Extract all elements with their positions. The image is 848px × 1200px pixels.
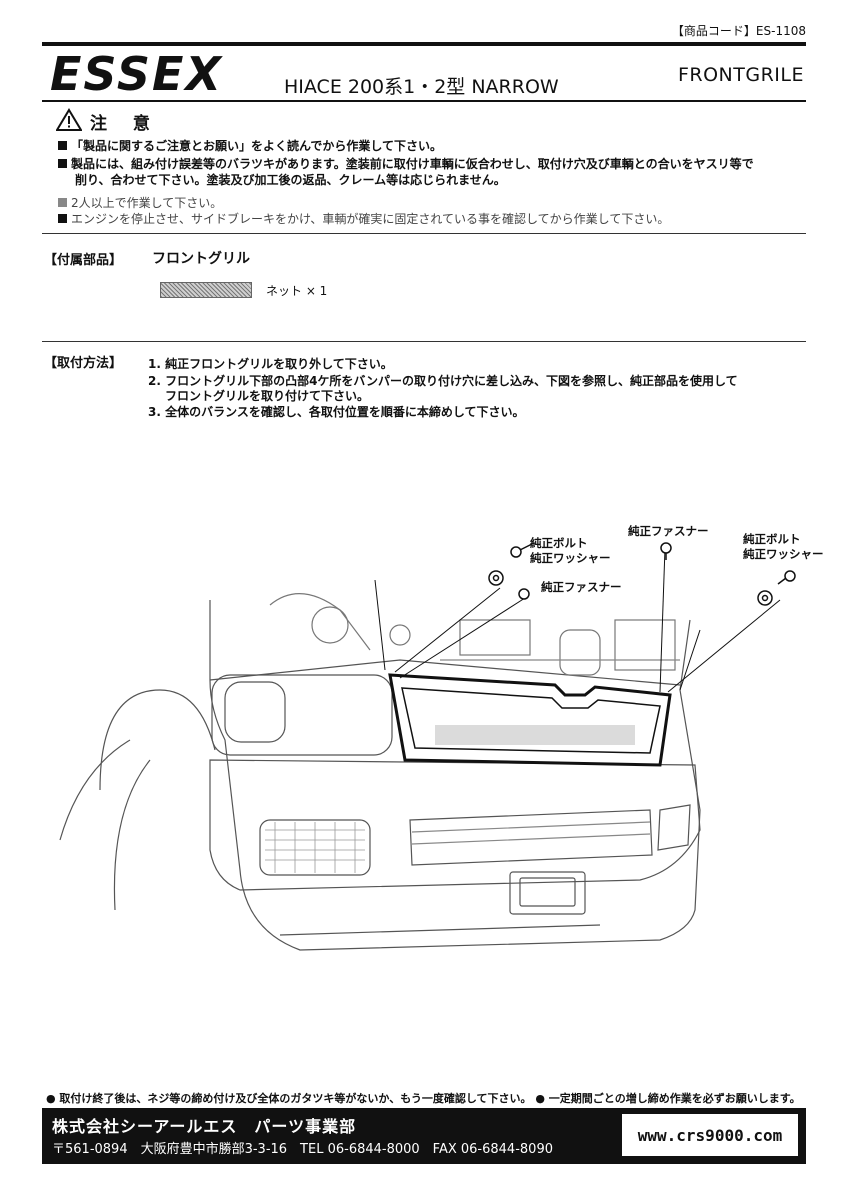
headlight	[211, 674, 393, 756]
bolt-left-icon	[510, 543, 533, 558]
warning-icon	[56, 108, 82, 131]
bullet-square-icon	[58, 159, 67, 168]
callout-bolt-right: 純正ボルト	[743, 532, 801, 546]
company-address: 〒561-0894 大阪府豊中市勝部3-3-16 TEL 06-6844-800…	[52, 1142, 553, 1157]
website-url: www.crs9000.com	[637, 1125, 783, 1145]
license-plate	[509, 871, 586, 915]
fastener-left-icon	[518, 588, 530, 600]
callout-bolt-left: 純正ボルト	[530, 536, 588, 550]
company-name: 株式会社シーアールエス パーツ事業部	[52, 1117, 357, 1136]
caution-note-2-cont: 削り、合わせて下さい。塗装及び加工後の返品、クレーム等は応じられません。	[75, 173, 506, 187]
front-grille	[388, 673, 672, 767]
header-rule	[42, 100, 806, 102]
caution-note-4: エンジンを停止させ、サイドブレーキをかけ、車輌が確実に固定されている事を確認して…	[58, 211, 669, 227]
net-part-label: ネット × 1	[266, 284, 328, 298]
callout-fastener-center: 純正ファスナー	[628, 524, 709, 538]
brand-logo: ESSEX	[50, 47, 223, 101]
callout-washer-left: 純正ワッシャー	[530, 551, 611, 565]
washer-right-icon	[757, 590, 773, 606]
caution-note-1: 「製品に関するご注意とお願い」をよく読んでから作業して下さい。	[58, 138, 442, 154]
bullet-square-icon	[58, 198, 67, 207]
model-name: HIACE 200系1・2型 NARROW	[284, 76, 559, 98]
installation-diagram	[59, 542, 796, 951]
install-step-2: 2. フロントグリル下部の凸部4ケ所をバンパーの取り付け穴に差し込み、下図を参照…	[148, 374, 738, 388]
caution-note-2: 製品には、組み付け誤差等のバラツキがあります。塗装前に取付け車輌に仮合わせし、取…	[58, 156, 754, 172]
footer-note: ● 取付け終了後は、ネジ等の締め付け及び全体のガタツキ等がないか、もう一度確認し…	[46, 1092, 801, 1105]
lower-grille	[409, 809, 653, 866]
install-step-2-cont: フロントグリルを取り付けて下さい。	[165, 389, 370, 403]
net-part-image	[160, 282, 252, 298]
bullet-square-icon	[58, 141, 67, 150]
caution-note-3: 2人以上で作業して下さい。	[58, 195, 222, 211]
section-divider	[42, 233, 806, 234]
product-code: 【商品コード】ES-1108	[671, 24, 806, 38]
fastener-center-icon	[660, 542, 672, 560]
install-step-1: 1. 純正フロントグリルを取り外して下さい。	[148, 357, 393, 371]
callout-fastener-left: 純正ファスナー	[541, 580, 622, 594]
product-name: FRONTGRILE	[677, 64, 804, 86]
parts-label: 【付属部品】	[44, 253, 123, 268]
install-label: 【取付方法】	[44, 356, 123, 371]
bolt-right-icon	[777, 570, 796, 585]
website-box: www.crs9000.com	[622, 1114, 798, 1156]
hood-edge	[209, 659, 681, 686]
bullet-square-icon	[58, 214, 67, 223]
parts-title: フロントグリル	[152, 251, 250, 267]
bumper	[209, 759, 701, 891]
caution-title: 注 意	[90, 114, 160, 134]
wheel-arch	[99, 689, 216, 791]
van-body-outline	[209, 600, 701, 951]
install-step-3: 3. 全体のバランスを確認し、各取付位置を順番に本締めして下さい。	[148, 405, 525, 419]
top-rule	[42, 42, 806, 46]
callout-washer-right: 純正ワッシャー	[743, 547, 824, 561]
section-divider	[42, 341, 806, 342]
washer-left-icon	[488, 570, 504, 586]
